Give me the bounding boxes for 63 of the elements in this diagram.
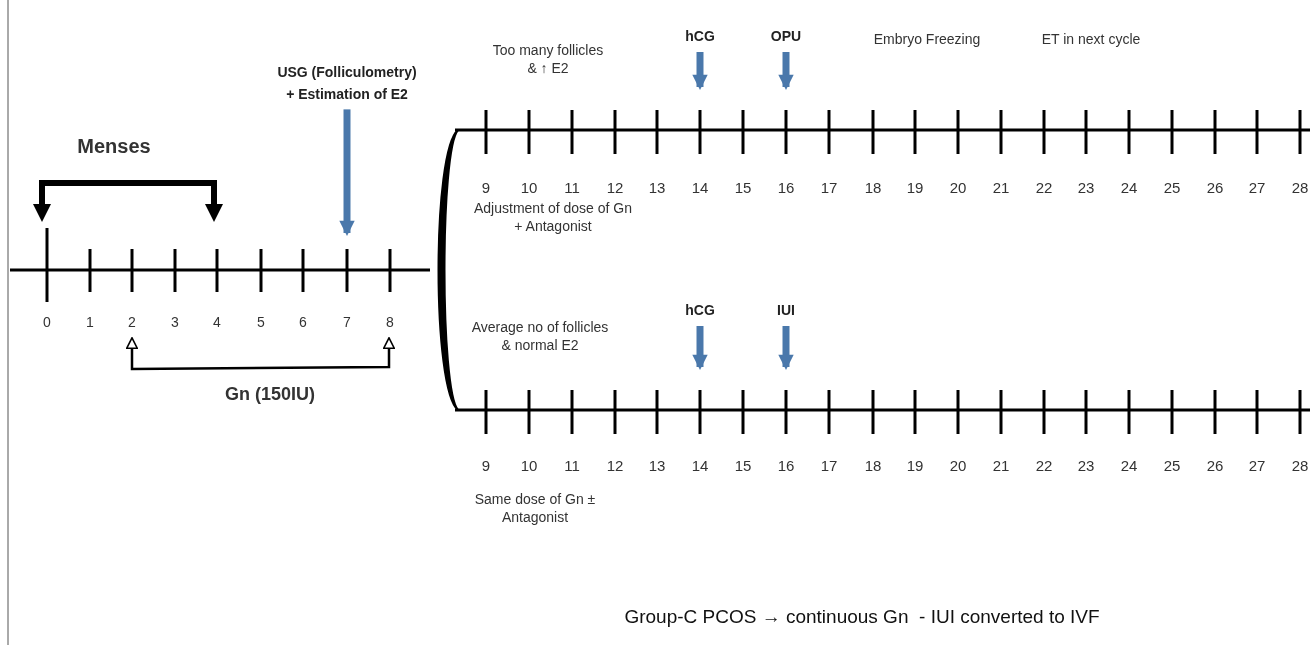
event-label: hCG (685, 26, 715, 48)
tick-label: 11 (564, 456, 580, 476)
annotation-text: Same dose of Gn ± Antagonist (473, 490, 597, 527)
tick-label: 10 (520, 456, 538, 476)
tick-label: 17 (820, 456, 838, 476)
tick-label: 15 (734, 456, 752, 476)
tick-label: 20 (949, 178, 967, 198)
tick-label: 27 (1248, 178, 1266, 198)
annotation-text: Embryo Freezing (873, 30, 981, 49)
annotation-text: Too many follicles & ↑ E2 (491, 41, 605, 78)
tick-label: 2 (128, 313, 136, 332)
tick-label: 9 (481, 178, 491, 198)
tick-label: 3 (171, 313, 179, 332)
tick-label: 12 (606, 456, 624, 476)
tick-label: 24 (1120, 456, 1138, 476)
annotation-text: Adjustment of dose of Gn + Antagonist (473, 199, 633, 236)
tick-label: 19 (906, 456, 924, 476)
tick-label: 19 (906, 178, 924, 198)
tick-label: 28 (1291, 178, 1309, 198)
tick-label: 22 (1035, 178, 1053, 198)
tick-label: 16 (777, 456, 795, 476)
tick-label: 24 (1120, 178, 1138, 198)
tick-label: 18 (864, 178, 882, 198)
annotation-text: Menses (77, 134, 151, 159)
tick-label: 4 (213, 313, 221, 332)
event-label: hCG (685, 300, 715, 322)
tick-label: 25 (1163, 456, 1181, 476)
event-label: OPU (770, 26, 802, 48)
tick-label: 1 (86, 313, 94, 332)
tick-label: 21 (992, 178, 1010, 198)
tick-label: 23 (1077, 456, 1095, 476)
tick-label: 14 (691, 178, 709, 198)
tick-label: 27 (1248, 456, 1266, 476)
caption: Group-C PCOS → continuous Gn - IUI converted to IVF (624, 606, 1100, 628)
tick-label: 7 (343, 313, 351, 332)
tick-label: 20 (949, 456, 967, 476)
tick-label: 21 (992, 456, 1010, 476)
tick-label: 12 (606, 178, 624, 198)
tick-label: 8 (386, 313, 394, 332)
annotation-text: ET in next cycle (1041, 30, 1141, 49)
tick-label: 13 (648, 456, 666, 476)
event-label: USG (Folliculometry) + Estimation of E2 (277, 62, 417, 106)
annotation-text: Average no of follicles & normal E2 (470, 318, 610, 355)
tick-label: 16 (777, 178, 795, 198)
tick-label: 9 (481, 456, 491, 476)
tick-label: 6 (299, 313, 307, 332)
annotation-text: Gn (150IU) (225, 383, 315, 406)
tick-label: 14 (691, 456, 709, 476)
tick-label: 28 (1291, 456, 1309, 476)
tick-label: 11 (564, 178, 580, 198)
tick-label: 5 (257, 313, 265, 332)
tick-label: 22 (1035, 456, 1053, 476)
tick-label: 0 (43, 313, 51, 332)
tick-label: 10 (520, 178, 538, 198)
tick-label: 13 (648, 178, 666, 198)
tick-label: 23 (1077, 178, 1095, 198)
tick-label: 26 (1206, 178, 1224, 198)
event-label: IUI (777, 300, 795, 322)
tick-label: 25 (1163, 178, 1181, 198)
tick-label: 18 (864, 456, 882, 476)
tick-label: 15 (734, 178, 752, 198)
tick-label: 26 (1206, 456, 1224, 476)
tick-label: 17 (820, 178, 838, 198)
